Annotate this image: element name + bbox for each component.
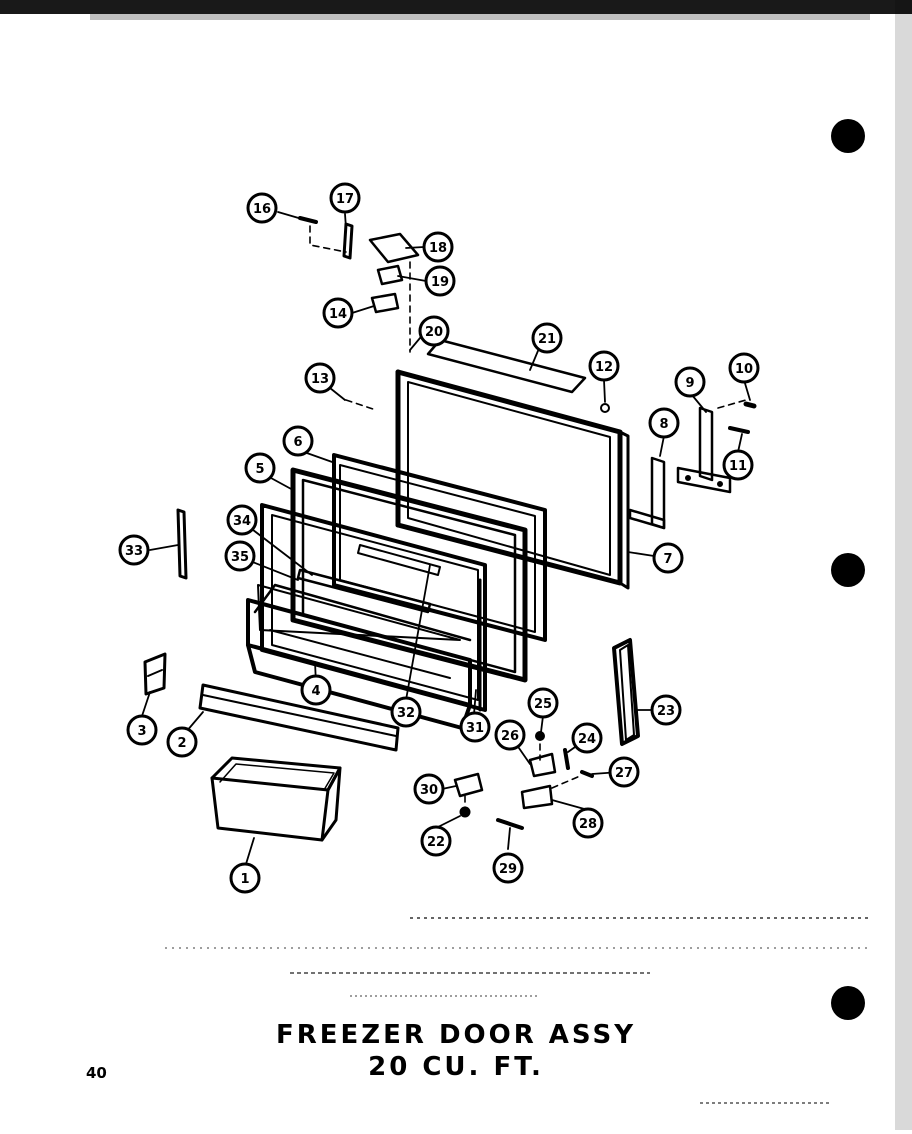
callout-label: 23 (657, 704, 675, 719)
assembly-guide-lines (309, 225, 747, 809)
callout-24: 24 (571, 722, 603, 754)
callout-label: 19 (431, 275, 449, 290)
callout-bubbles: 16 17 18 19 14 20 21 12 13 9 10 8 11 6 5… (118, 182, 760, 894)
diagram-subtitle: 20 CU. FT. (368, 1052, 544, 1082)
top-hinge-9 (676, 406, 732, 494)
callout-label: 11 (729, 459, 747, 474)
pin-11 (728, 426, 750, 434)
callout-label: 2 (177, 736, 186, 751)
callout-label: 16 (253, 202, 271, 217)
callout-label: 32 (397, 706, 415, 721)
callout-label: 21 (538, 332, 556, 347)
callout-label: 10 (735, 362, 753, 377)
callout-label: 27 (615, 766, 633, 781)
callout-label: 17 (336, 192, 354, 207)
callout-12: 12 (588, 350, 620, 382)
callout-3: 3 (126, 714, 158, 746)
callout-label: 25 (534, 697, 552, 712)
callout-label: 8 (659, 417, 668, 432)
door-gasket (290, 467, 528, 683)
callout-label: 18 (429, 241, 447, 256)
callout-19: 19 (424, 265, 456, 297)
callout-27: 27 (608, 756, 640, 788)
callout-label: 12 (595, 360, 613, 375)
callout-label: 5 (255, 462, 264, 477)
callout-label: 30 (420, 783, 438, 798)
callout-7: 7 (652, 542, 684, 574)
callout-21: 21 (531, 322, 563, 354)
callout-label: 34 (233, 514, 251, 529)
callout-label: 14 (329, 307, 347, 322)
bottom-hinge-hardware (453, 731, 594, 830)
callout-label: 3 (137, 724, 146, 739)
callout-label: 24 (578, 732, 596, 747)
bottom-bar-2 (198, 683, 400, 752)
callout-33: 33 (118, 534, 150, 566)
plug-12 (600, 403, 610, 413)
callout-26: 26 (494, 719, 526, 751)
callout-label: 33 (125, 544, 143, 559)
callout-label: 26 (501, 729, 519, 744)
callout-10: 10 (728, 352, 760, 384)
callout-35: 35 (224, 540, 256, 572)
top-hinge-hardware (298, 216, 420, 314)
callout-8: 8 (648, 407, 680, 439)
door-top-trim (426, 338, 587, 394)
callout-32: 32 (390, 696, 422, 728)
callout-label: 35 (231, 550, 249, 565)
callout-22: 22 (420, 825, 452, 857)
callout-11: 11 (722, 449, 754, 481)
side-strip-33 (176, 508, 188, 580)
callout-18: 18 (422, 231, 454, 263)
callout-14: 14 (322, 297, 354, 329)
callout-4: 4 (300, 674, 332, 706)
screw-10 (743, 401, 757, 409)
callout-28: 28 (572, 807, 604, 839)
callout-label: 20 (425, 325, 443, 340)
callout-6: 6 (282, 425, 314, 457)
callout-20: 20 (418, 315, 450, 347)
callout-label: 29 (499, 862, 517, 877)
callout-16: 16 (246, 192, 278, 224)
callout-30: 30 (413, 773, 445, 805)
callout-13: 13 (304, 362, 336, 394)
clip-3 (143, 652, 167, 696)
callout-label: 22 (427, 835, 445, 850)
callout-5: 5 (244, 452, 276, 484)
callout-1: 1 (229, 862, 261, 894)
callout-34: 34 (226, 504, 258, 536)
diagram-title: FREEZER DOOR ASSY (275, 1020, 637, 1050)
callout-31: 31 (459, 711, 491, 743)
door-handle-23 (612, 638, 640, 746)
callout-2: 2 (166, 726, 198, 758)
callout-label: 9 (685, 376, 694, 391)
hinge-bracket-8 (628, 456, 666, 530)
callout-label: 1 (240, 872, 249, 887)
callout-label: 4 (311, 684, 320, 699)
callout-17: 17 (329, 182, 361, 214)
callout-9: 9 (674, 366, 706, 398)
callout-label: 7 (663, 552, 672, 567)
callout-23: 23 (650, 694, 682, 726)
callout-label: 28 (579, 817, 597, 832)
page-number: 40 (86, 1064, 107, 1082)
callout-29: 29 (492, 852, 524, 884)
callout-label: 13 (311, 372, 329, 387)
door-frame-6 (332, 453, 547, 642)
callout-label: 31 (466, 721, 484, 736)
callout-label: 6 (293, 435, 302, 450)
callout-25: 25 (527, 687, 559, 719)
door-bin-1 (210, 756, 342, 842)
